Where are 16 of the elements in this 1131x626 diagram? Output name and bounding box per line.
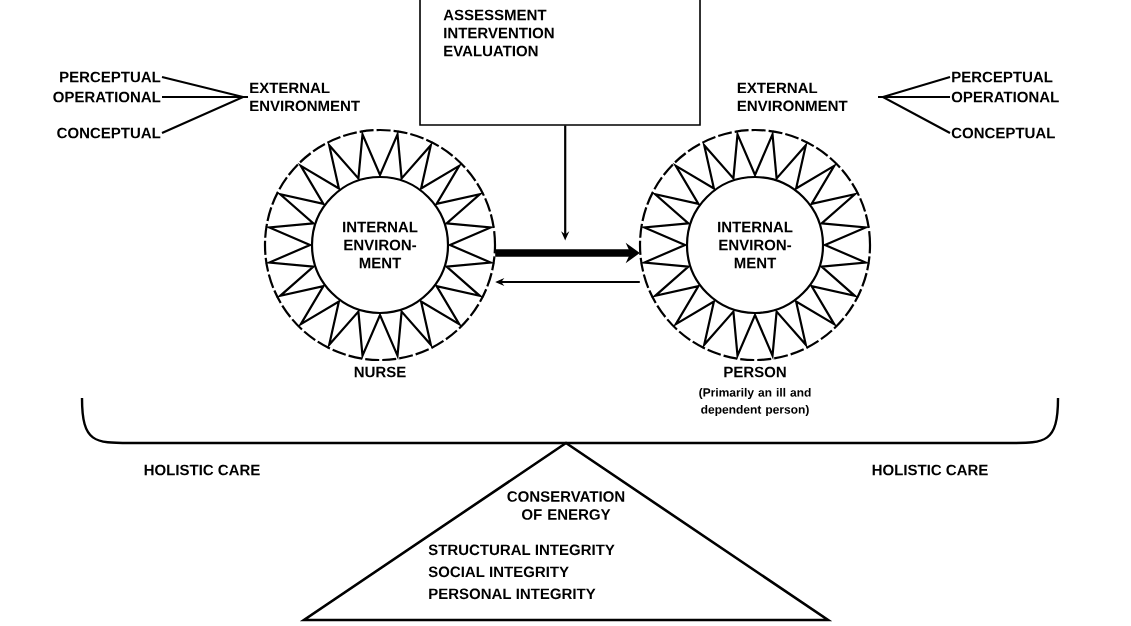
care-label: HOLISTIC CARE (144, 464, 260, 476)
category-label: PERCEPTUAL (60, 71, 161, 83)
environment-label: EXTERNAL ENVIRONMENT (737, 82, 848, 112)
process-box: ASSESSMENT INTERVENTION EVALUATION (419, 0, 701, 126)
category-label: CONCEPTUAL (57, 127, 161, 139)
connector-line (878, 95, 951, 134)
node-note: (Primarily an ill and dependent person) (699, 387, 811, 417)
node-caption: PERSON (724, 366, 786, 378)
category-label: PERCEPTUAL (952, 71, 1053, 83)
category-label: OPERATIONAL (53, 91, 161, 103)
node-caption: NURSE (354, 366, 406, 378)
category-label: CONCEPTUAL (951, 127, 1055, 139)
environment-label: EXTERNAL ENVIRONMENT (250, 82, 360, 112)
care-label: HOLISTIC CARE (872, 464, 988, 476)
category-label: OPERATIONAL (951, 91, 1059, 103)
connector-line (161, 95, 248, 134)
